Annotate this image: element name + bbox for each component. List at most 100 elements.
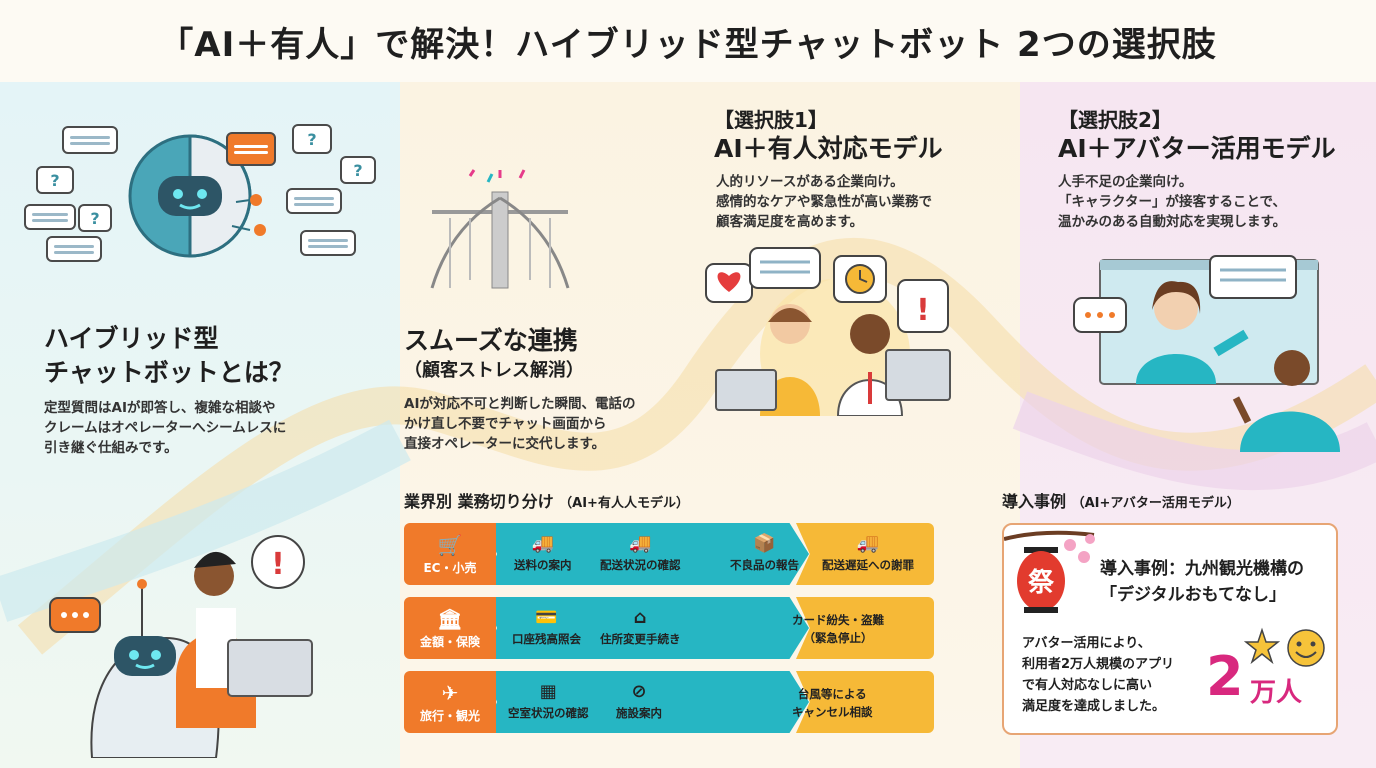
- avatar-screen-illustration: [1073, 255, 1340, 452]
- ai-task-label: 送料の案内: [514, 558, 572, 572]
- option2-body-line1: 人手不足の企業向け。: [1058, 174, 1193, 190]
- middle-body-line2: かけ直し不要でチャット画面から: [404, 416, 607, 432]
- ai-task-cell: ▦ 空室状況の確認: [508, 681, 589, 721]
- case-section-title: 導入事例 （AI+アバター活用モデル）: [1002, 488, 1240, 512]
- human-segment: [796, 597, 934, 659]
- ai-segment: [484, 671, 809, 733]
- ai-task-cell: 💳 口座残高照会: [512, 607, 581, 647]
- left-body-line2: クレームはオペレーターへシームレスに: [44, 420, 287, 436]
- human-task-label: 不良品の報告: [730, 558, 799, 572]
- chat-bubble-lines: [286, 188, 342, 214]
- human-task-cell: 台風等による キャンセル相談: [792, 685, 873, 721]
- case-body-line1: アバター活用により、: [1022, 636, 1151, 651]
- plane-icon: ✈: [441, 680, 459, 705]
- star-and-smile-icon: [1244, 627, 1325, 667]
- industry-section-title: 業界別 業務切り分け （AI+有人人モデル）: [404, 488, 689, 512]
- chat-bubble-lines: [46, 236, 102, 262]
- human-task-label: キャンセル相談: [792, 705, 873, 719]
- human-segment: [796, 523, 934, 585]
- middle-heading: スムーズな連携: [404, 326, 578, 355]
- option2-description: 人手不足の企業向け。 「キャラクター」が接客することで、 温かみのある自動対応を…: [1058, 172, 1286, 232]
- ai-brain-illustration: [128, 134, 266, 258]
- option2-body-line2: 「キャラクター」が接客することで、: [1058, 194, 1287, 210]
- category-segment: 🛒 EC・小売: [404, 523, 496, 585]
- ai-task-label: 空室状況の確認: [508, 706, 589, 720]
- robot-and-operator-illustration: !: [49, 535, 313, 758]
- option2-label: 【選択肢2】: [1058, 108, 1172, 132]
- box-icon: 📦: [753, 533, 776, 554]
- left-description: 定型質問はAIが即答し、複雑な相談や クレームはオペレーターへシームレスに 引き…: [44, 398, 286, 458]
- truck-icon: 🚚: [629, 533, 652, 554]
- category-label: 金額・保険: [419, 634, 480, 649]
- case-headline: 導入事例：九州観光機構の 「デジタルおもてなし」: [1100, 556, 1304, 608]
- industry-row-finance: 🏛 金額・保険 💳 口座残高照会 ⌂ 住所変更手続き カード紛失・盗難 （緊急停…: [404, 597, 934, 659]
- ai-task-label: 施設案内: [616, 706, 662, 720]
- ai-task-label: 口座残高照会: [512, 632, 581, 646]
- option1-heading: AI＋有人対応モデル: [714, 134, 943, 163]
- truck-icon: 🚚: [856, 533, 880, 554]
- case-study-card: [1002, 523, 1338, 735]
- truck-icon: 🚚: [531, 533, 554, 554]
- ai-task-cell: 🚚 送料の案内: [514, 533, 572, 573]
- human-task-label: （緊急停止）: [803, 631, 873, 645]
- case-title-note: （AI+アバター活用モデル）: [1071, 496, 1240, 511]
- option2-heading: AI＋アバター活用モデル: [1058, 134, 1336, 163]
- case-body-line2: 利用者2万人規模のアプリ: [1022, 657, 1175, 672]
- option1-label: 【選択肢1】: [714, 108, 828, 132]
- category-segment: ✈ 旅行・観光: [404, 671, 496, 733]
- option2-body-line3: 温かみのある自動対応を実現します。: [1058, 214, 1287, 230]
- ai-task-label: 配送状況の確認: [600, 558, 681, 572]
- compass-icon: ⊘: [631, 681, 647, 702]
- industry-row-travel: ✈ 旅行・観光 ▦ 空室状況の確認 ⊘ 施設案内 台風等による キャンセル相談: [404, 671, 934, 733]
- bridge-illustration: [430, 169, 570, 289]
- question-bubble: ?: [78, 204, 112, 232]
- svg-text:!: !: [271, 547, 285, 582]
- question-bubble: ?: [340, 156, 376, 184]
- question-bubble: ?: [292, 124, 332, 154]
- left-heading-line1: ハイブリッド型: [44, 324, 219, 353]
- case-body-line4: 満足度を達成しました。: [1022, 699, 1166, 714]
- middle-description: AIが対応不可と判断した瞬間、電話の かけ直し不要でチャット画面から 直接オペレ…: [404, 394, 635, 454]
- ai-segment: [484, 597, 809, 659]
- industry-row-ec: 🛒 EC・小売 🚚 送料の案内 🚚 配送状況の確認 📦 不良品の報告 🚚 配送遅…: [404, 523, 934, 585]
- chat-bubble-lines: [300, 230, 356, 256]
- case-head-line1: 導入事例：九州観光機構の: [1100, 559, 1304, 579]
- human-segment: [796, 671, 934, 733]
- building-icon: ▦: [539, 681, 557, 702]
- case-body-line3: で有人対応なしに高い: [1022, 678, 1153, 693]
- option1-body-line2: 感情的なケアや緊急性が高い業務で: [716, 194, 932, 210]
- industry-title-note: （AI+有人人モデル）: [559, 496, 689, 511]
- chat-bubble-lines: [62, 126, 118, 154]
- human-task-label: 配送遅延への謝罪: [822, 558, 914, 572]
- category-segment: 🏛 金額・保険: [404, 597, 496, 659]
- middle-body-line1: AIが対応不可と判断した瞬間、電話の: [404, 396, 636, 412]
- option1-body-line1: 人的リソースがある企業向け。: [716, 174, 904, 190]
- case-description: アバター活用により、 利用者2万人規模のアプリ で有人対応なしに高い 満足度を達…: [1022, 633, 1174, 717]
- human-task-cell: 📦 不良品の報告: [730, 533, 799, 573]
- human-task-cell: カード紛失・盗難 （緊急停止）: [792, 611, 884, 647]
- industry-title: 業界別 業務切り分け: [404, 492, 554, 511]
- question-bubble: ?: [36, 166, 74, 194]
- left-body-line3: 引き継ぐ仕組みです。: [44, 440, 178, 456]
- left-heading-line2: チャットボットとは？: [44, 358, 294, 387]
- lantern-illustration: 祭: [1004, 530, 1095, 613]
- svg-text:!: !: [916, 293, 930, 328]
- ai-segment: [484, 523, 809, 585]
- case-title: 導入事例: [1002, 492, 1067, 511]
- human-task-label: カード紛失・盗難: [792, 613, 884, 627]
- lantern-char: 祭: [1027, 568, 1055, 598]
- middle-body-line3: 直接オペレーターに交代します。: [404, 436, 606, 452]
- ai-task-cell: ⊘ 施設案内: [616, 681, 662, 721]
- left-body-line1: 定型質問はAIが即答し、複雑な相談や: [44, 400, 276, 416]
- left-heading: ハイブリッド型 チャットボットとは？: [44, 322, 294, 390]
- page-title: 「AI＋有人」で解決！ハイブリッド型チャットボット 2つの選択肢: [0, 0, 1376, 82]
- category-label: 旅行・観光: [419, 708, 480, 723]
- house-icon: ⌂: [633, 607, 647, 628]
- category-label: EC・小売: [423, 560, 477, 575]
- ai-task-cell: 🚚 配送状況の確認: [600, 533, 681, 573]
- orange-chat-bubble: [226, 132, 276, 166]
- chat-bubble-lines: [24, 204, 76, 230]
- card-icon: 💳: [535, 607, 558, 628]
- ai-task-label: 住所変更手続き: [600, 632, 681, 646]
- middle-subheading: （顧客ストレス解消）: [404, 360, 584, 381]
